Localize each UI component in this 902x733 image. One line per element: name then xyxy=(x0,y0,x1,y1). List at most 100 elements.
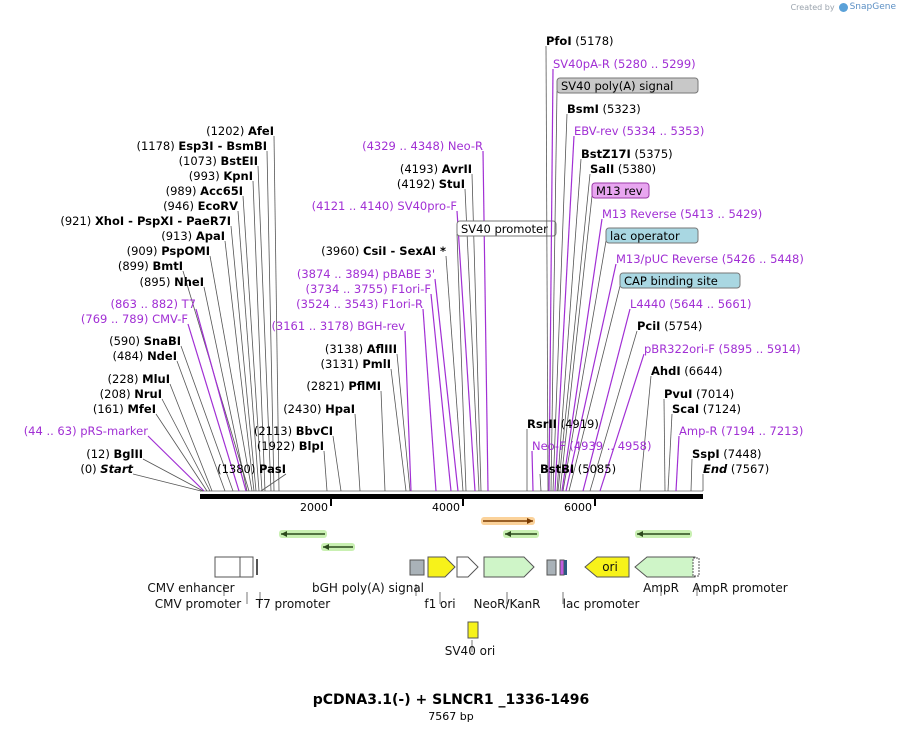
enzyme-label-csii-sexai[interactable]: (3960) CsiI - SexAI * xyxy=(321,244,446,258)
leader-line xyxy=(548,68,554,492)
primer-label-ebv-rev[interactable]: EBV-rev (5334 .. 5353) xyxy=(574,124,704,138)
feature-label-lac-promoter: lac promoter xyxy=(563,597,640,611)
enzyme-label-mlui[interactable]: (228) MluI xyxy=(108,372,170,386)
sv40-ori-block[interactable] xyxy=(467,621,479,639)
leader-line xyxy=(142,458,204,492)
primer-label-pbabe-3[interactable]: (3874 .. 3894) pBABE 3' xyxy=(297,267,435,281)
leader-line xyxy=(568,285,621,492)
leader-line xyxy=(434,278,459,492)
enzyme-label-esp3i-bsmbi[interactable]: (1178) Esp3I - BsmBI xyxy=(136,139,267,153)
feature-label-ampr-promoter: AmpR promoter xyxy=(692,581,787,595)
enzyme-label-rsrii[interactable]: RsrII (4919) xyxy=(527,417,599,431)
feature-callout-cap-binding-site[interactable]: CAP binding site xyxy=(624,274,718,288)
enzyme-label-stui[interactable]: (4192) StuI xyxy=(397,177,465,191)
leader-line xyxy=(209,255,253,492)
leader-line xyxy=(557,173,591,492)
feature-callout-sv40-promoter[interactable]: SV40 promoter xyxy=(461,222,548,236)
leader-line xyxy=(562,240,607,492)
enzyme-label-nrui[interactable]: (208) NruI xyxy=(100,387,162,401)
leader-line xyxy=(554,135,575,492)
enzyme-label-kpni[interactable]: (993) KpnI xyxy=(189,169,253,183)
feature-callout-lac-operator[interactable]: lac operator xyxy=(610,229,680,243)
feature-callout-sv40-poly-a-signal[interactable]: SV40 poly(A) signal xyxy=(561,79,673,93)
enzyme-label-end[interactable]: End (7567) xyxy=(703,462,769,476)
primer-label-f1ori-r[interactable]: (3524 .. 3543) F1ori-R xyxy=(296,297,423,311)
enzyme-label-ndei[interactable]: (484) NdeI xyxy=(112,349,177,363)
primer-label-sv40pro-f[interactable]: (4121 .. 4140) SV40pro-F xyxy=(312,199,457,213)
primer-label-f1ori-f[interactable]: (3734 .. 3755) F1ori-F xyxy=(306,282,431,296)
sv40-promoter-arrow[interactable] xyxy=(456,556,479,578)
neor-kanr-arrow[interactable] xyxy=(483,556,535,578)
enzyme-label-bsmi[interactable]: BsmI (5323) xyxy=(567,102,641,116)
enzyme-label-ecorv[interactable]: (946) EcoRV xyxy=(163,199,238,213)
t7-promoter-mark xyxy=(256,559,258,575)
enzyme-label-nhei[interactable]: (895) NheI xyxy=(140,275,204,289)
primer-label-t7[interactable]: (863 .. 882) T7 xyxy=(111,297,197,311)
leader-line xyxy=(169,383,213,492)
enzyme-label-avrii[interactable]: (4193) AvrII xyxy=(400,162,472,176)
axis-tick-label: 4000 xyxy=(432,501,460,514)
primer-label-bgh-rev[interactable]: (3161 .. 3178) BGH-rev xyxy=(271,319,405,333)
sv40-polya-block[interactable] xyxy=(546,559,557,576)
enzyme-label-sspi[interactable]: SspI (7448) xyxy=(692,447,762,461)
enzyme-label-bstz17i[interactable]: BstZ17I (5375) xyxy=(581,147,673,161)
enzyme-label-bbvci[interactable]: (2113) BbvCI xyxy=(254,424,333,438)
leader-line xyxy=(404,330,412,492)
enzyme-label-start[interactable]: (0) Start xyxy=(80,462,133,476)
feature-label-ampr: AmpR xyxy=(643,581,679,595)
primer-label-l4440[interactable]: L4440 (5644 .. 5661) xyxy=(630,297,751,311)
primer-label-neo-f[interactable]: Neo-F (4939 .. 4958) xyxy=(532,439,652,453)
enzyme-label-pcii[interactable]: PciI (5754) xyxy=(637,319,702,333)
primer-arrow-4-head xyxy=(637,531,643,537)
left-site-labels: (1202) AfeI(1178) Esp3I - BsmBI(1073) Bs… xyxy=(24,124,361,492)
primer-label-cmv-f[interactable]: (769 .. 789) CMV-F xyxy=(81,312,188,326)
ori-arrow[interactable] xyxy=(584,556,630,578)
primer-label-pbr322ori-f[interactable]: pBR322ori-F (5895 .. 5914) xyxy=(644,342,801,356)
enzyme-label-afei[interactable]: (1202) AfeI xyxy=(206,124,274,138)
primer-label-prs-marker[interactable]: (44 .. 63) pRS-marker xyxy=(24,424,149,438)
enzyme-label-pflmi[interactable]: (2821) PflMI xyxy=(306,379,381,393)
ampr-arrow[interactable] xyxy=(634,556,696,578)
enzyme-label-ahdi[interactable]: AhdI (6644) xyxy=(651,364,723,378)
ampr-promoter-block[interactable] xyxy=(692,557,700,577)
enzyme-label-hpai[interactable]: (2430) HpaI xyxy=(283,402,355,416)
enzyme-label-snabi[interactable]: (590) SnaBI xyxy=(109,334,181,348)
primer-label-amp-r[interactable]: Amp-R (7194 .. 7213) xyxy=(679,424,803,438)
leader-line xyxy=(354,413,361,492)
enzyme-label-sali[interactable]: SalI (5380) xyxy=(590,162,656,176)
enzyme-label-pvui[interactable]: PvuI (7014) xyxy=(664,387,734,401)
feature-callout-m13-rev[interactable]: M13 rev xyxy=(596,184,643,198)
enzyme-label-bstbi[interactable]: BstBI (5085) xyxy=(540,462,616,476)
enzyme-label-pfoi[interactable]: PfoI (5178) xyxy=(546,34,614,48)
enzyme-label-pspomi[interactable]: (909) PspOMI xyxy=(127,244,210,258)
primer-label-m13-puc-reverse[interactable]: M13/pUC Reverse (5426 .. 5448) xyxy=(616,252,804,266)
f1-ori-arrow[interactable] xyxy=(427,556,456,578)
leader-line xyxy=(273,135,280,492)
cmv-promoter-block[interactable] xyxy=(239,556,254,578)
enzyme-label-blpi[interactable]: (1922) BlpI xyxy=(257,439,324,453)
primer-label-m13-reverse[interactable]: M13 Reverse (5413 .. 5429) xyxy=(602,207,762,221)
snapgene-credit: Created by SnapGene xyxy=(791,2,896,12)
enzyme-label-xhoi-pspxi-paer7i[interactable]: (921) XhoI - PspXI - PaeR7I xyxy=(60,214,231,228)
enzyme-label-apai[interactable]: (913) ApaI xyxy=(161,229,225,243)
primer-label-neo-r[interactable]: (4329 .. 4348) Neo-R xyxy=(362,139,483,153)
enzyme-label-acc65i[interactable]: (989) Acc65I xyxy=(166,184,243,198)
enzyme-label-pmli[interactable]: (3131) PmlI xyxy=(320,357,391,371)
enzyme-label-afliii[interactable]: (3138) AflIII xyxy=(325,342,397,356)
feature-label-f1-ori: f1 ori xyxy=(424,597,455,611)
enzyme-label-bglii[interactable]: (12) BglII xyxy=(86,447,143,461)
leader-line xyxy=(187,323,240,492)
enzyme-label-scai[interactable]: ScaI (7124) xyxy=(672,402,741,416)
enzyme-label-bmti[interactable]: (899) BmtI xyxy=(118,259,183,273)
leader-line xyxy=(161,398,211,492)
leader-line xyxy=(667,413,673,492)
leader-line xyxy=(203,286,248,492)
leader-line xyxy=(582,308,631,492)
leader-line xyxy=(260,473,287,492)
enzyme-label-pasi[interactable]: (1380) PasI xyxy=(217,462,286,476)
bgh-polya-block[interactable] xyxy=(409,559,425,576)
enzyme-label-bsteii[interactable]: (1073) BstEII xyxy=(179,154,258,168)
primer-label-sv40pa-r[interactable]: SV40pA-R (5280 .. 5299) xyxy=(553,57,696,71)
enzyme-label-mfei[interactable]: (161) MfeI xyxy=(93,402,156,416)
feature-callout-box xyxy=(456,220,557,237)
